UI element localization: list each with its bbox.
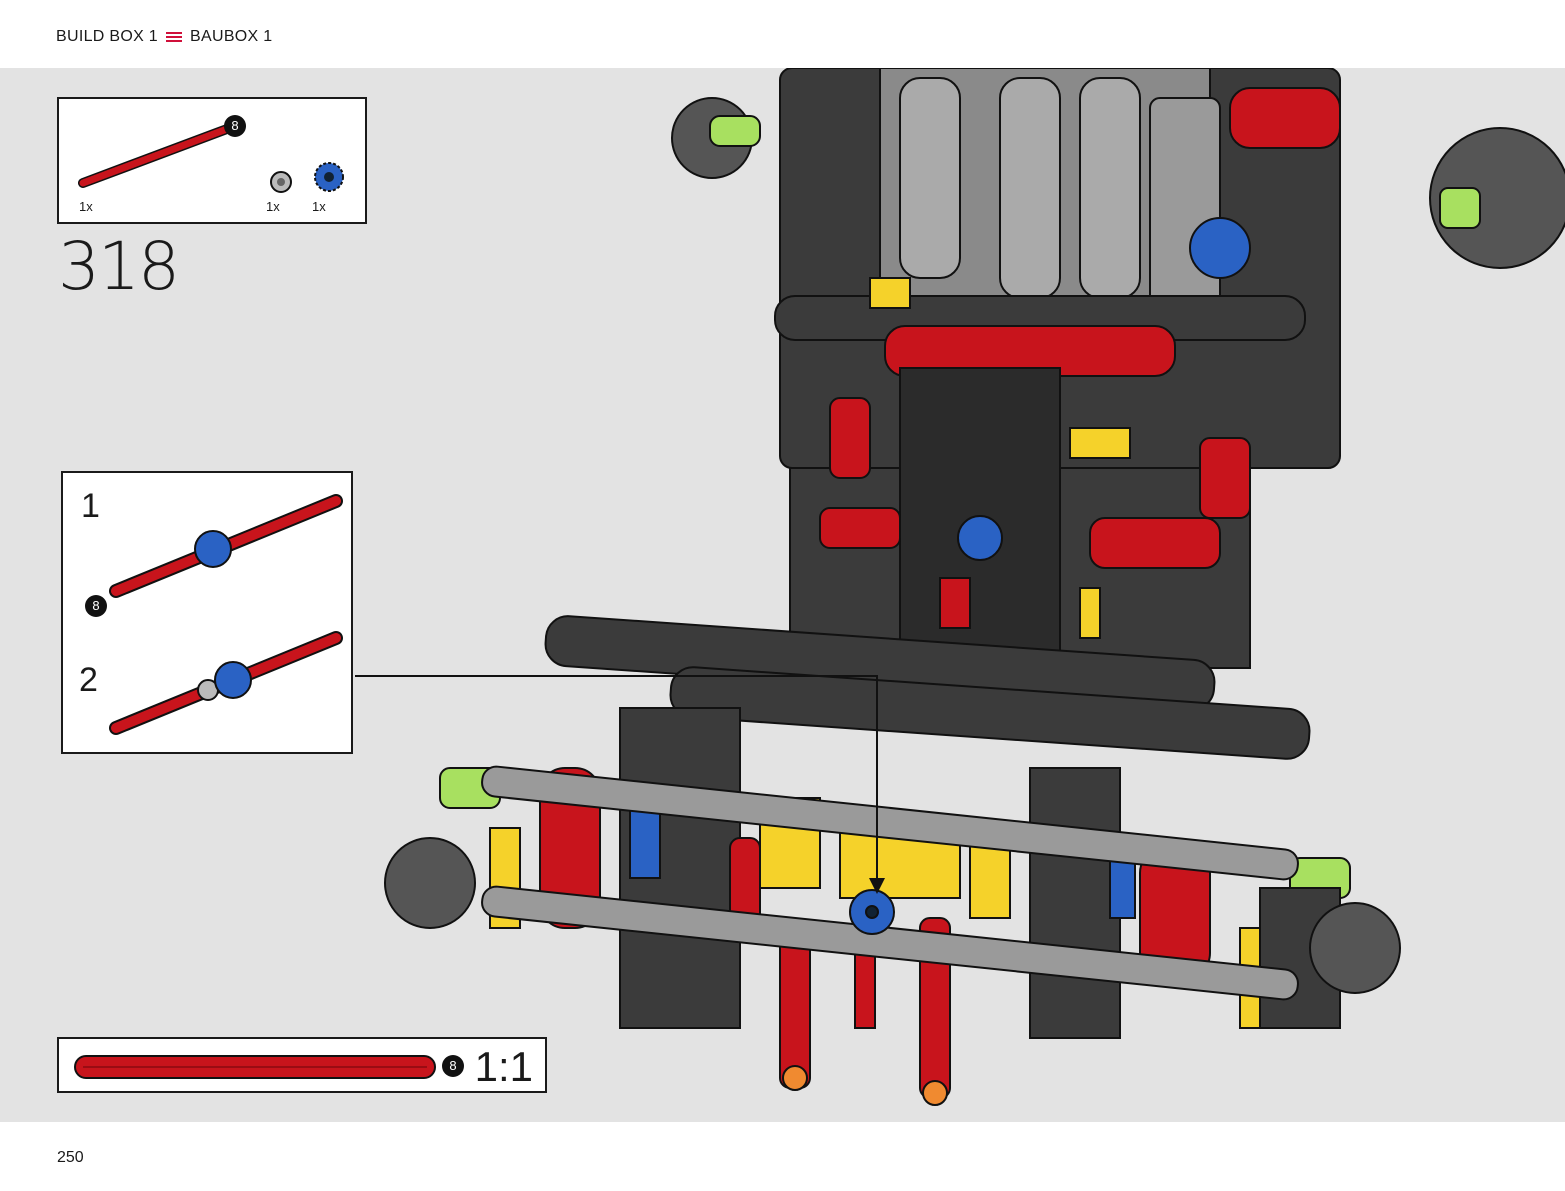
- step-number: 318: [58, 228, 180, 305]
- baubox-label: BAUBOX 1: [190, 28, 273, 45]
- build-box-label: BUILD BOX 1: [56, 28, 159, 45]
- menu-equals-icon: [166, 31, 183, 43]
- substep-1-length-badge: 8: [85, 595, 107, 617]
- front-suspension: [384, 707, 1401, 1106]
- scale-label: 1:1: [474, 1043, 533, 1090]
- middle-body: [789, 367, 1251, 699]
- gear-icon: [314, 162, 344, 192]
- instruction-stage: [0, 68, 1565, 1122]
- bushing-qty: 1x: [266, 199, 280, 214]
- axle-qty: 1x: [79, 199, 93, 214]
- page-header: BUILD BOX 1 BAUBOX 1: [0, 0, 1565, 68]
- axle-length-badge: 8: [224, 115, 246, 137]
- axle-ruler-icon: [74, 1055, 436, 1079]
- model-illustration: [355, 68, 1565, 1106]
- gear-qty: 1x: [312, 199, 326, 214]
- substep-2-number: 2: [79, 661, 98, 699]
- scale-ruler: 8 1:1: [57, 1037, 547, 1093]
- rear-frame: [671, 68, 1565, 469]
- gear-icon: [849, 889, 895, 935]
- breadcrumb: BUILD BOX 1 BAUBOX 1: [56, 28, 272, 46]
- subassembly-box: 1 8 2: [61, 471, 353, 754]
- callout-arrow-icon: [355, 675, 885, 894]
- parts-list: 8 1x 1x 1x: [57, 97, 367, 224]
- page-number: 250: [57, 1149, 84, 1166]
- substep-2-axle-gear: [109, 631, 343, 735]
- front-crossbeam: [544, 615, 1311, 760]
- substep-1-axle-gear: [109, 494, 343, 598]
- ruler-length-badge: 8: [442, 1055, 464, 1077]
- bushing-icon: [270, 171, 292, 193]
- substep-1-number: 1: [81, 487, 100, 525]
- axle-icon: [78, 124, 232, 188]
